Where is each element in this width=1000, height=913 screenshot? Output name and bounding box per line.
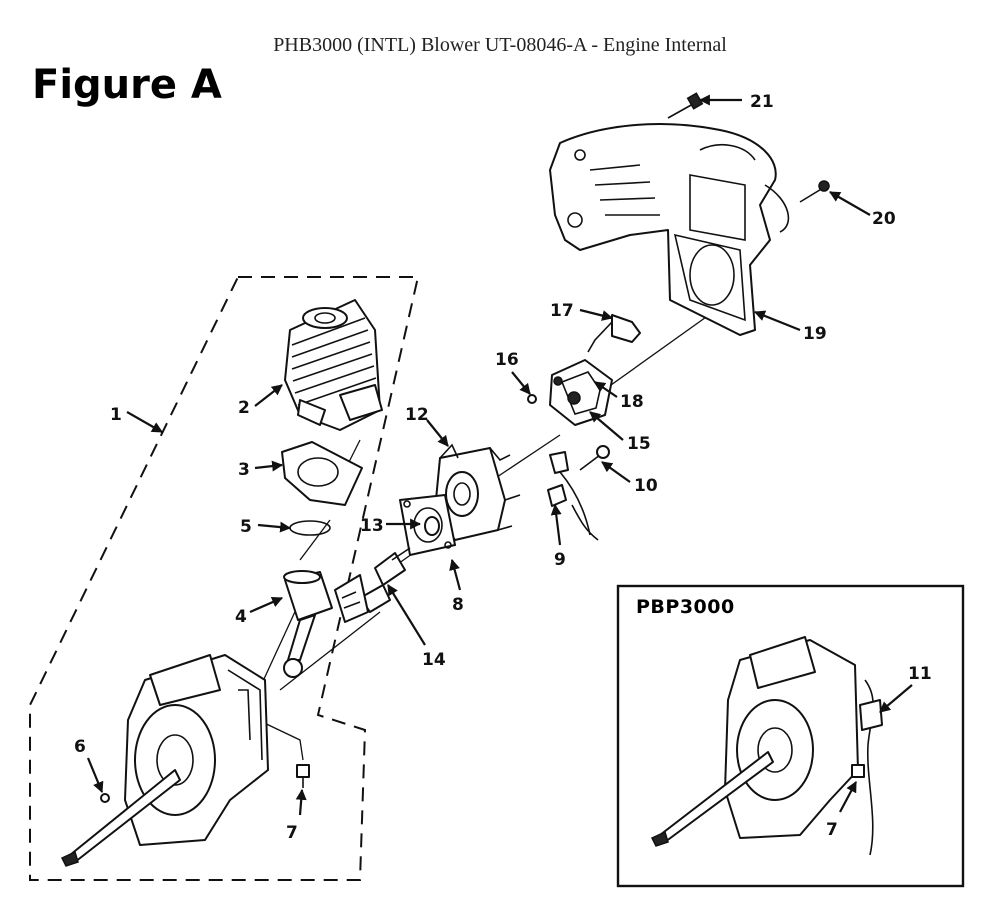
callout-15: 15 [627, 434, 651, 454]
callout-2: 2 [238, 398, 250, 418]
callout-leaders [86, 94, 913, 816]
callout-16: 16 [495, 350, 519, 370]
inset-crankcase [650, 636, 883, 856]
callout-18: 18 [620, 392, 644, 412]
screw-20 [799, 180, 830, 203]
callout-6: 6 [74, 737, 86, 757]
callout-3: 3 [238, 460, 250, 480]
fan-housing-19 [549, 123, 790, 336]
cylinder-gasket-3 [281, 441, 363, 506]
washer-16 [527, 394, 537, 404]
page-title: PHB3000 (INTL) Blower UT-08046-A - Engin… [273, 34, 727, 56]
pin-6 [100, 793, 110, 803]
screw-7 [296, 764, 310, 788]
callout-7: 7 [286, 823, 298, 843]
callout-8: 8 [452, 595, 464, 615]
cylinder-2 [284, 299, 383, 431]
thrust-plate [334, 574, 369, 623]
screw-21 [667, 92, 704, 119]
figure-label: Figure A [32, 62, 222, 108]
crankshaft-14 [359, 547, 411, 613]
callout-10: 10 [634, 476, 658, 496]
switch-wire-9 [547, 451, 599, 541]
callout-14: 14 [422, 650, 446, 670]
callout-21: 21 [750, 92, 774, 112]
callout-12: 12 [405, 405, 429, 425]
seal-13 [424, 516, 440, 536]
inset-title: PBP3000 [636, 596, 735, 618]
callout-20: 20 [872, 209, 896, 229]
callout-4: 4 [235, 607, 247, 627]
ignition-module-18 [549, 359, 613, 426]
callout-19: 19 [803, 324, 827, 344]
spark-plug-boot-17 [587, 314, 641, 353]
crankcase-assembly [60, 654, 269, 867]
assembly-axis-screw [257, 719, 304, 761]
inset-callout-11: 11 [908, 664, 932, 684]
short-block-assembly-boundary [29, 276, 420, 881]
inset-callout-7: 7 [826, 820, 838, 840]
piston-connecting-rod-4 [283, 570, 333, 678]
callout-1: 1 [110, 405, 122, 425]
inset-frame [616, 584, 965, 888]
screw-10 [579, 445, 610, 471]
callout-5: 5 [240, 517, 252, 537]
callout-17: 17 [550, 301, 574, 321]
callout-13: 13 [360, 516, 384, 536]
crankcase-half-12 [434, 443, 521, 541]
callout-9: 9 [554, 550, 566, 570]
